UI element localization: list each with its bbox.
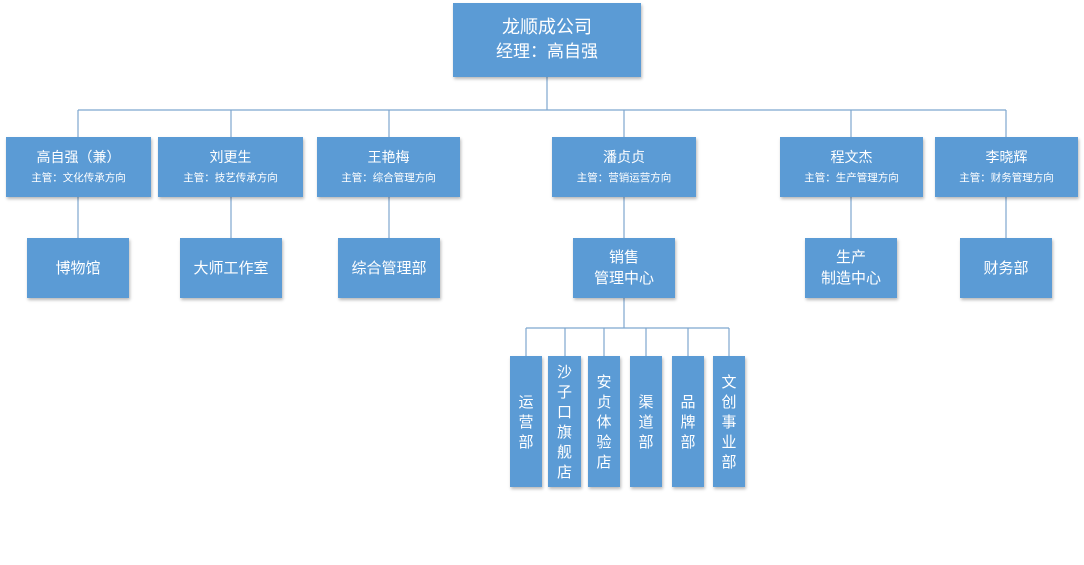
sales-unit-label: 文创事业部 — [721, 372, 737, 471]
manager-node[interactable]: 王艳梅 主管：综合管理方向 — [317, 137, 460, 197]
sales-unit-node[interactable]: 文创事业部 — [713, 356, 745, 487]
sales-unit-node[interactable]: 渠道部 — [630, 356, 662, 487]
manager-node[interactable]: 刘更生 主管：技艺传承方向 — [158, 137, 303, 197]
manager-name: 刘更生 — [209, 150, 252, 166]
manager-node[interactable]: 潘贞贞 主管：营销运营方向 — [552, 137, 696, 197]
department-node[interactable]: 博物馆 — [27, 238, 129, 298]
manager-name: 王艳梅 — [367, 150, 410, 166]
department-label: 生产 制造中心 — [820, 248, 881, 287]
manager-role: 主管：综合管理方向 — [341, 172, 436, 184]
manager-node[interactable]: 李晓辉 主管：财务管理方向 — [935, 137, 1078, 197]
sales-unit-node[interactable]: 运营部 — [510, 356, 542, 487]
sales-unit-label: 运营部 — [518, 392, 534, 451]
sales-unit-label: 安贞体验店 — [596, 372, 612, 471]
sales-unit-label: 渠道部 — [638, 392, 654, 451]
company-node[interactable]: 龙顺成公司 经理：高自强 — [453, 3, 641, 77]
manager-role: 主管：生产管理方向 — [804, 172, 899, 184]
department-label: 销售 管理中心 — [593, 248, 654, 287]
manager-node[interactable]: 高自强（兼） 主管：文化传承方向 — [6, 137, 151, 197]
manager-role: 主管：财务管理方向 — [959, 172, 1054, 184]
department-node[interactable]: 综合管理部 — [338, 238, 440, 298]
manager-role: 主管：技艺传承方向 — [183, 172, 278, 184]
sales-unit-label: 沙子口旗舰店 — [556, 362, 572, 481]
department-node[interactable]: 生产 制造中心 — [805, 238, 897, 298]
sales-unit-label: 品牌部 — [680, 392, 696, 451]
manager-role: 主管：营销运营方向 — [576, 172, 672, 184]
manager-name: 高自强（兼） — [36, 150, 121, 166]
department-label: 博物馆 — [55, 258, 101, 277]
sales-unit-node[interactable]: 安贞体验店 — [588, 356, 620, 487]
company-name: 龙顺成公司 — [502, 17, 592, 38]
sales-unit-node[interactable]: 品牌部 — [672, 356, 704, 487]
department-node[interactable]: 销售 管理中心 — [573, 238, 675, 298]
sales-unit-node[interactable]: 沙子口旗舰店 — [548, 356, 581, 487]
company-manager: 经理：高自强 — [496, 42, 598, 62]
department-label: 大师工作室 — [193, 258, 269, 277]
manager-name: 李晓辉 — [985, 150, 1028, 166]
manager-node[interactable]: 程文杰 主管：生产管理方向 — [780, 137, 923, 197]
department-node[interactable]: 财务部 — [960, 238, 1052, 298]
manager-name: 程文杰 — [830, 150, 873, 166]
manager-name: 潘贞贞 — [603, 150, 645, 166]
department-node[interactable]: 大师工作室 — [180, 238, 282, 298]
manager-role: 主管：文化传承方向 — [31, 172, 126, 184]
department-label: 财务部 — [983, 258, 1029, 277]
department-label: 综合管理部 — [351, 258, 427, 277]
